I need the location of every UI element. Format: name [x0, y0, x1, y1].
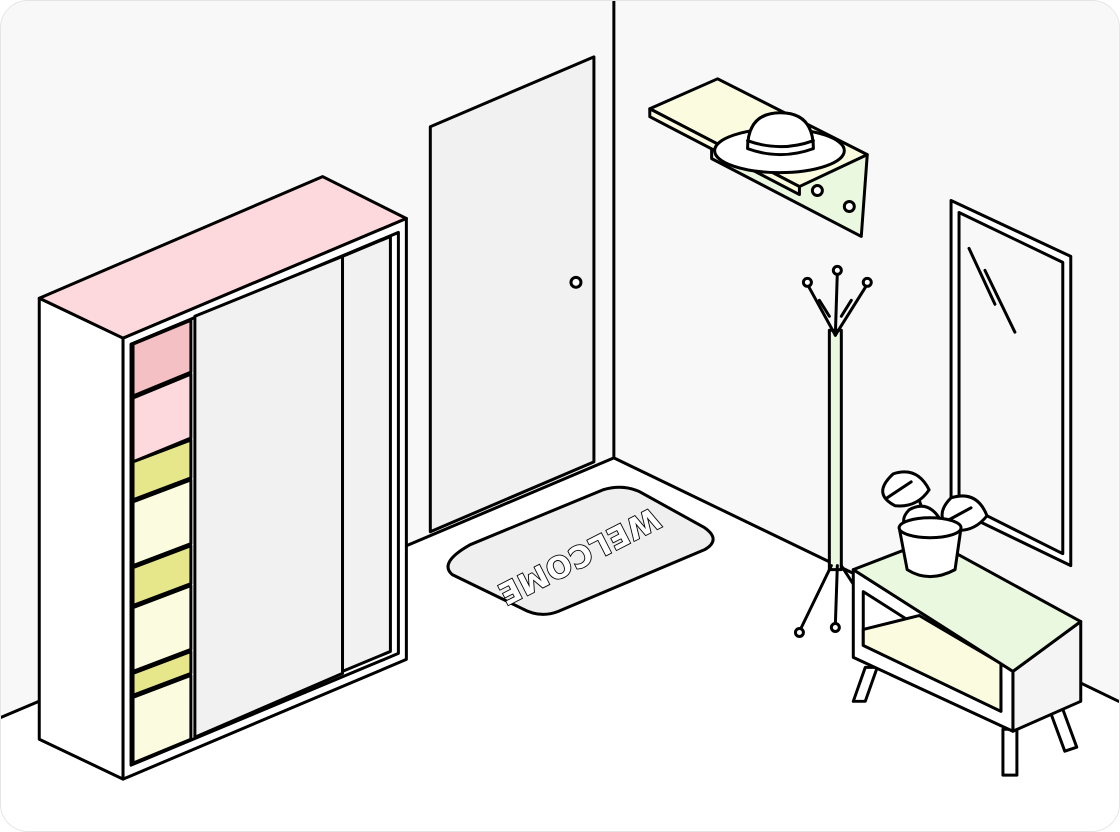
shelf-screw: [810, 184, 824, 198]
door-knob: [569, 275, 583, 289]
wardrobe-icon: [37, 175, 408, 781]
shelf-screw: [842, 200, 856, 213]
table-leg: [1001, 727, 1019, 777]
doormat-icon: WELCOME: [446, 485, 715, 616]
floor: [1, 457, 1119, 831]
mirror-glass: [957, 210, 1065, 556]
hat-crown: [746, 111, 815, 157]
wardrobe-side: [37, 296, 125, 781]
table-shelf: [861, 614, 1003, 713]
hat-icon: [713, 111, 846, 175]
door-icon: [428, 55, 596, 534]
rack-pole: [827, 328, 843, 572]
plant-leaf: [881, 470, 931, 508]
mirror-icon: [949, 199, 1073, 568]
plant-icon: [881, 470, 989, 579]
wardrobe-door-center: [193, 254, 345, 739]
wardrobe-door-right: [341, 234, 392, 673]
